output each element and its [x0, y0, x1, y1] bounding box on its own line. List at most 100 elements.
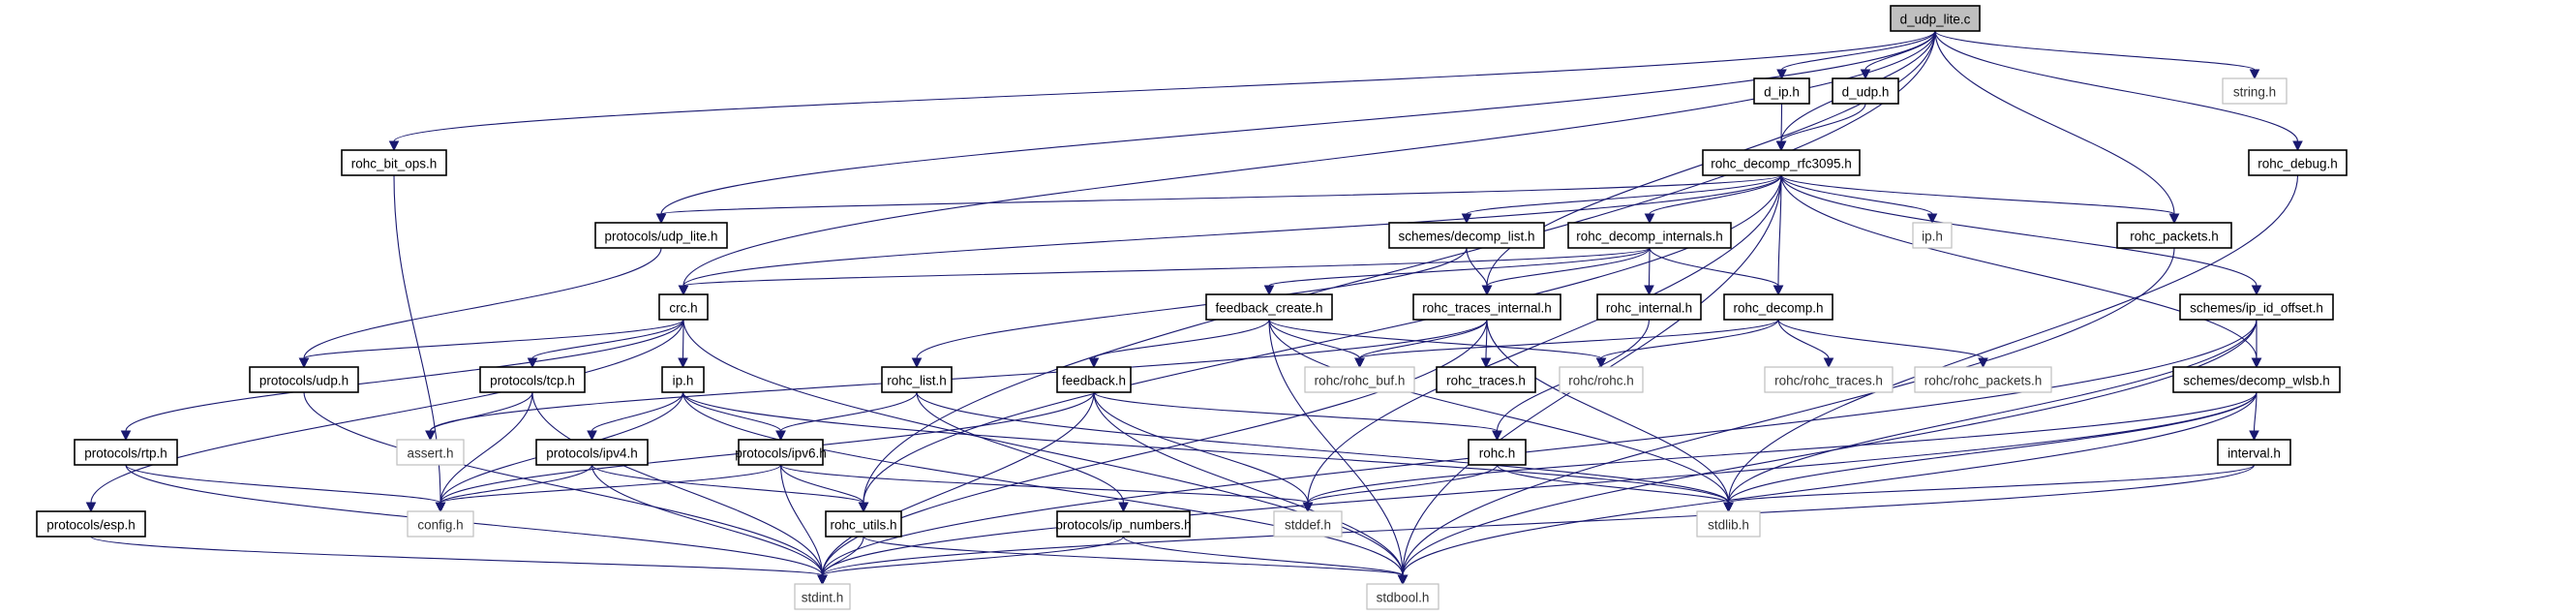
edge-rohc-debug-h-to-stdlib-h	[1727, 174, 2299, 504]
arrowhead-icon	[587, 430, 597, 442]
edge-protocols-ip-numbers-h-to-stdbool-h	[1122, 536, 1404, 576]
graph-node-rohc-traces-internal-h[interactable]: rohc_traces_internal.h	[1412, 293, 1561, 321]
node-box	[2222, 77, 2288, 105]
graph-node-rohc-bit-ops-h[interactable]: rohc_bit_ops.h	[341, 149, 447, 176]
arrowhead-icon	[1776, 69, 1787, 80]
node-label: stdbool.h	[1377, 591, 1430, 605]
edge-rohc-utils-h-to-stdbool-h	[863, 536, 1404, 576]
node-box	[1205, 293, 1333, 321]
arrowhead-icon	[678, 285, 689, 296]
arrowhead-icon	[1926, 213, 1938, 225]
node-label: rohc_debug.h	[2258, 157, 2338, 171]
graph-node-rohc-h[interactable]: rohc.h	[1468, 439, 1527, 466]
edge-d-udp-lite-c-to-d-ip-h	[1780, 30, 1936, 71]
graph-node-stdint-h[interactable]: stdint.h	[794, 583, 851, 610]
graph-node-rohc-rohc-buf-h[interactable]: rohc/rohc_buf.h	[1304, 366, 1415, 393]
node-box	[36, 510, 146, 538]
graph-node-d-udp-lite-c[interactable]: d_udp_lite.c	[1890, 5, 1981, 32]
graph-node-protocols-ipv6-h[interactable]: protocols/ipv6.h	[735, 439, 827, 466]
graph-node-rohc-list-h[interactable]: rohc_list.h	[881, 366, 953, 393]
graph-node-feedback-create-h[interactable]: feedback_create.h	[1205, 293, 1333, 321]
graph-node-protocols-tcp-h[interactable]: protocols/tcp.h	[479, 366, 586, 393]
node-label: protocols/esp.h	[46, 518, 136, 533]
graph-node-ip-h-ext[interactable]: ip.h	[1912, 222, 1953, 249]
edge-protocols-ipv4-h-to-stdint-h	[591, 464, 824, 576]
node-label: rohc/rohc_buf.h	[1315, 374, 1406, 388]
graph-node-d-udp-h[interactable]: d_udp.h	[1832, 77, 1899, 105]
edge-d-udp-lite-c-to-rohc-packets-h	[1934, 30, 2175, 215]
graph-node-rohc-packets-h[interactable]: rohc_packets.h	[2116, 222, 2232, 249]
node-label: stddef.h	[1285, 518, 1331, 533]
node-label: protocols/ipv4.h	[546, 446, 638, 461]
graph-node-protocols-ipv4-h[interactable]: protocols/ipv4.h	[535, 439, 649, 466]
node-label: rohc_utils.h	[830, 518, 896, 533]
edge-d-udp-lite-c-to-rohc-debug-h	[1934, 30, 2299, 142]
graph-node-rohc-debug-h[interactable]: rohc_debug.h	[2248, 149, 2348, 176]
graph-node-feedback-h[interactable]: feedback.h	[1056, 366, 1132, 393]
graph-node-d-ip-h[interactable]: d_ip.h	[1753, 77, 1810, 105]
node-box	[1567, 222, 1732, 249]
node-box	[594, 222, 728, 249]
node-label: protocols/ipv6.h	[735, 446, 827, 461]
graph-node-assert-h[interactable]: assert.h	[396, 439, 465, 466]
graph-node-rohc-decomp-h[interactable]: rohc_decomp.h	[1723, 293, 1834, 321]
graph-node-rohc-decomp-rfc3095-h[interactable]: rohc_decomp_rfc3095.h	[1702, 149, 1861, 176]
node-label: schemes/decomp_list.h	[1398, 230, 1534, 244]
graph-node-schemes-ip-id-offset-h[interactable]: schemes/ip_id_offset.h	[2179, 293, 2334, 321]
node-box	[1436, 366, 1536, 393]
node-box	[1696, 510, 1761, 538]
graph-node-stdlib-h[interactable]: stdlib.h	[1696, 510, 1761, 538]
edge-rohc-decomp-h-to-rohc-rohc-traces-h	[1777, 319, 1830, 359]
edge-feedback-create-h-to-rohc-rohc-h	[1268, 319, 1602, 359]
edge-rohc-decomp-rfc3095-h-to-rohc-decomp-h	[1777, 174, 1782, 287]
edge-feedback-create-h-to-feedback-h	[1093, 319, 1270, 359]
edge-protocols-ip-numbers-h-to-stdint-h	[821, 536, 1125, 576]
graph-node-stdbool-h[interactable]: stdbool.h	[1366, 583, 1440, 610]
node-label: interval.h	[2227, 446, 2281, 461]
arrowhead-icon	[1644, 213, 1655, 225]
edge-crc-h-to-stdbool-h	[682, 319, 1404, 576]
edge-schemes-decomp-wlsb-h-to-stdint-h	[821, 391, 2258, 576]
graph-node-config-h[interactable]: config.h	[407, 510, 474, 538]
graph-node-rohc-utils-h[interactable]: rohc_utils.h	[825, 510, 902, 538]
graph-node-crc-h[interactable]: crc.h	[658, 293, 709, 321]
arrowhead-icon	[2168, 213, 2180, 225]
edge-schemes-decomp-wlsb-h-to-interval-h	[2253, 391, 2258, 432]
graph-node-protocols-udp-lite-h[interactable]: protocols/udp_lite.h	[594, 222, 728, 249]
graph-node-protocols-rtp-h[interactable]: protocols/rtp.h	[74, 439, 178, 466]
node-box	[1412, 293, 1561, 321]
arrowhead-icon	[1302, 502, 1314, 513]
graph-node-rohc-rohc-packets-h[interactable]: rohc/rohc_packets.h	[1914, 366, 2052, 393]
node-box	[396, 439, 465, 466]
graph-node-schemes-decomp-list-h[interactable]: schemes/decomp_list.h	[1388, 222, 1545, 249]
arrowhead-icon	[1263, 285, 1275, 296]
edge-protocols-rtp-h-to-config-h	[125, 464, 441, 504]
graph-node-protocols-esp-h[interactable]: protocols/esp.h	[36, 510, 146, 538]
graph-node-ip-h[interactable]: ip.h	[661, 366, 705, 393]
arrowhead-icon	[1118, 502, 1129, 513]
graph-node-schemes-decomp-wlsb-h[interactable]: schemes/decomp_wlsb.h	[2172, 366, 2341, 393]
graph-node-string-h[interactable]: string.h	[2222, 77, 2288, 105]
arrowhead-icon	[1492, 430, 1502, 442]
edge-rohc-decomp-rfc3095-h-to-rohc-packets-h	[1780, 174, 2175, 215]
node-label: d_ip.h	[1764, 85, 1800, 100]
graph-node-rohc-internal-h[interactable]: rohc_internal.h	[1596, 293, 1702, 321]
edge-rohc-decomp-rfc3095-h-to-schemes-ip-id-offset-h	[1780, 174, 2258, 287]
edge-feedback-h-to-stddef-h	[1093, 391, 1309, 504]
graph-node-rohc-decomp-internals-h[interactable]: rohc_decomp_internals.h	[1567, 222, 1732, 249]
node-layer: d_udp_lite.c d_ip.h d_udp.h string.h rohc_de…	[36, 5, 2348, 610]
graph-node-interval-h[interactable]: interval.h	[2217, 439, 2291, 466]
node-label: crc.h	[669, 301, 697, 316]
edge-d-udp-h-to-rohc-decomp-rfc3095-h	[1780, 103, 1866, 142]
graph-node-rohc-rohc-h[interactable]: rohc/rohc.h	[1559, 366, 1644, 393]
graph-node-rohc-traces-h[interactable]: rohc_traces.h	[1436, 366, 1536, 393]
graph-node-rohc-rohc-traces-h[interactable]: rohc/rohc_traces.h	[1764, 366, 1894, 393]
edge-rohc-traces-internal-h-to-rohc-rohc-buf-h	[1358, 319, 1488, 359]
node-label: rohc/rohc_traces.h	[1774, 374, 1883, 388]
arrowhead-icon	[388, 140, 400, 152]
node-label: protocols/rtp.h	[84, 446, 167, 461]
graph-node-protocols-udp-h[interactable]: protocols/udp.h	[249, 366, 359, 393]
graph-node-stddef-h[interactable]: stddef.h	[1273, 510, 1343, 538]
graph-node-protocols-ip-numbers-h[interactable]: protocols/ip_numbers.h	[1055, 510, 1192, 538]
